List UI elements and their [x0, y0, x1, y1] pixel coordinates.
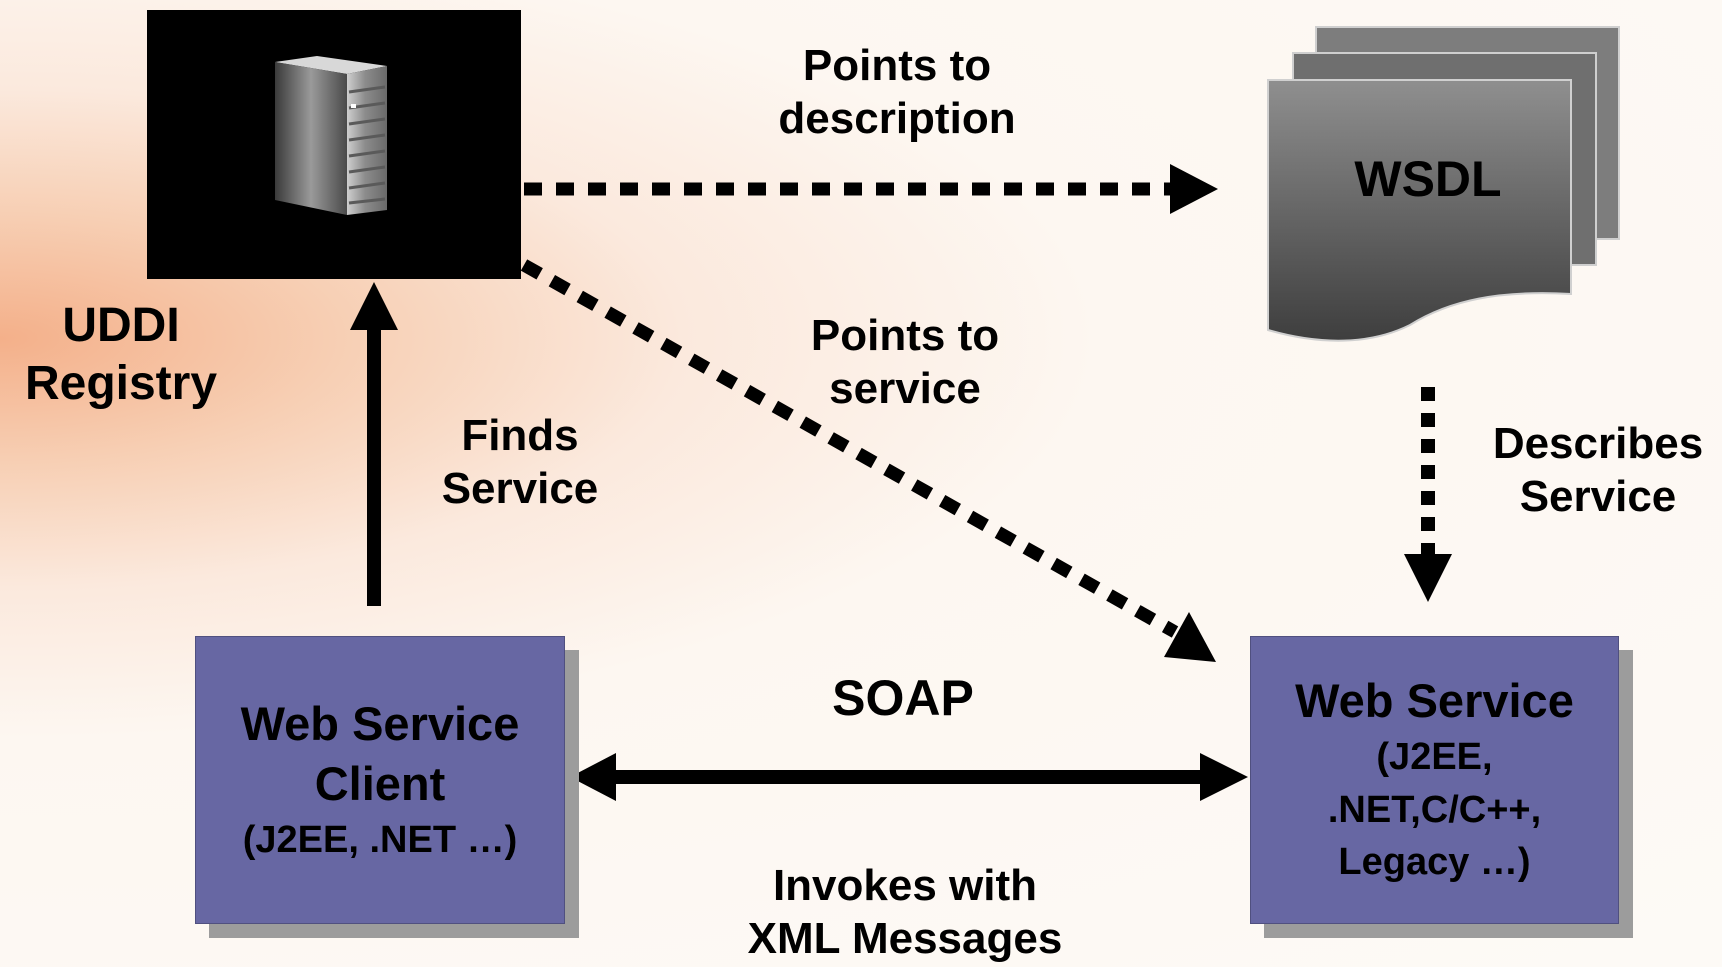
wsdl-label: WSDL — [1354, 151, 1502, 207]
finds-service-line2: Service — [441, 463, 599, 513]
invokes-line1: Invokes with — [772, 861, 1038, 910]
invokes-line2: XML Messages — [747, 913, 1063, 963]
client-subtitle: (J2EE, .NET …) — [242, 818, 518, 861]
points-to-description-line1: Points to — [802, 41, 992, 90]
finds-service-line1: Finds — [461, 411, 579, 460]
describes-service-line2: Service — [1519, 471, 1677, 521]
client-title-line2: Client — [314, 756, 446, 810]
invokes-label: Invokes with XML Messages — [700, 860, 1110, 966]
describes-service-label: Describes Service — [1476, 418, 1720, 524]
uddi-registry-label: UDDI Registry — [0, 297, 242, 412]
points-to-service-line1: Points to — [810, 311, 1000, 360]
points-to-service-label: Points to service — [720, 310, 1090, 416]
document-stack-icon — [1267, 26, 1620, 342]
uddi-registry-label-line1: UDDI — [62, 299, 180, 352]
web-service-client-node: Web Service Client (J2EE, .NET …) — [195, 636, 565, 924]
soap-label: SOAP — [832, 670, 974, 726]
server-icon — [275, 56, 387, 215]
service-sub-line2: .NET,C/C++, — [1327, 788, 1542, 831]
service-sub-line1: (J2EE, — [1376, 736, 1493, 779]
service-sub-line3: Legacy …) — [1338, 841, 1531, 884]
uddi-registry-label-line2: Registry — [24, 356, 218, 410]
describes-service-line1: Describes — [1492, 419, 1704, 468]
web-service-node: Web Service (J2EE, .NET,C/C++, Legacy …) — [1250, 636, 1619, 924]
points-to-service-arrow — [520, 259, 1216, 662]
finds-service-arrow — [350, 282, 398, 606]
client-title-line1: Web Service — [240, 696, 520, 750]
describes-service-arrow — [1404, 387, 1452, 602]
soap-arrow — [570, 753, 1248, 801]
points-to-description-line2: description — [778, 93, 1016, 143]
finds-service-label: Finds Service — [400, 410, 640, 516]
points-to-description-arrow — [524, 164, 1218, 214]
points-to-description-label: Points to description — [697, 40, 1097, 146]
uddi-registry-node — [147, 10, 521, 279]
points-to-service-line2: service — [829, 363, 981, 413]
service-title: Web Service — [1295, 674, 1574, 728]
